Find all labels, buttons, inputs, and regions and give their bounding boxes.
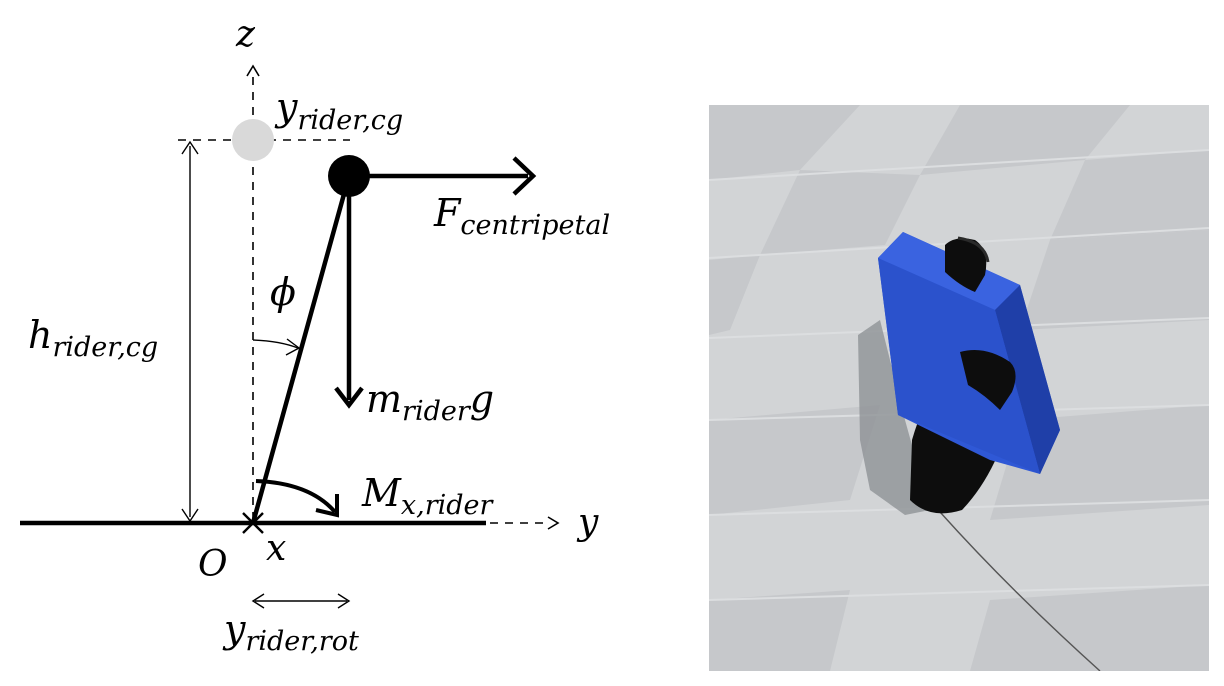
svg-text:mriderg: mriderg [366,377,494,427]
rider-free-body-diagram: y z yrider,cg hrider,cg O x ϕ [20,14,610,657]
svg-text:yrider,rot: yrider,rot [222,607,359,657]
m-rider-g-label: mriderg [366,377,494,427]
h-rider-cg-label: hrider,cg [28,313,158,363]
y-axis-arrowhead [547,516,560,530]
y-rider-cg-label: yrider,cg [274,85,403,136]
simulation-render [709,105,1209,671]
y-rot-arrow-right [337,593,351,609]
origin-marker [242,512,264,534]
floor-checker [709,105,1209,671]
phi-angle-arc [252,339,299,349]
centripetal-force-arrowhead [512,156,537,196]
leaning-rider-rod [250,175,352,524]
rider-mass-ball [328,155,370,197]
upper-wheel [945,236,990,292]
lower-wheel-front [960,349,1016,410]
x-axis-label: x [266,528,286,569]
z-axis-arrowhead [246,64,260,77]
phi-label: ϕ [270,270,296,314]
rider-moment-arrowhead [315,494,339,518]
y-rot-arrow-left [251,593,265,609]
f-centripetal-label: Fcentripetal [433,191,610,241]
m-x-rider-label: Mx,rider [361,471,495,521]
upright-cg-marker [232,119,274,161]
svg-text:Mx,rider: Mx,rider [361,471,495,521]
h-dimension-arrow-top [181,140,199,155]
y-axis-label: y [576,502,599,543]
origin-label: O [198,544,228,585]
y-rider-rot-label: yrider,rot [222,607,359,657]
h-dimension-arrow-bottom [181,508,199,523]
tether-line [939,511,1101,671]
gravity-force-arrowhead [334,386,364,409]
svg-text:yrider,cg: yrider,cg [274,85,403,136]
z-axis-label: z [235,14,256,55]
rider-moment-arc [255,479,337,514]
svg-text:hrider,cg: hrider,cg [28,313,158,363]
svg-text:Fcentripetal: Fcentripetal [433,191,610,241]
phi-angle-arrowhead [285,338,301,356]
